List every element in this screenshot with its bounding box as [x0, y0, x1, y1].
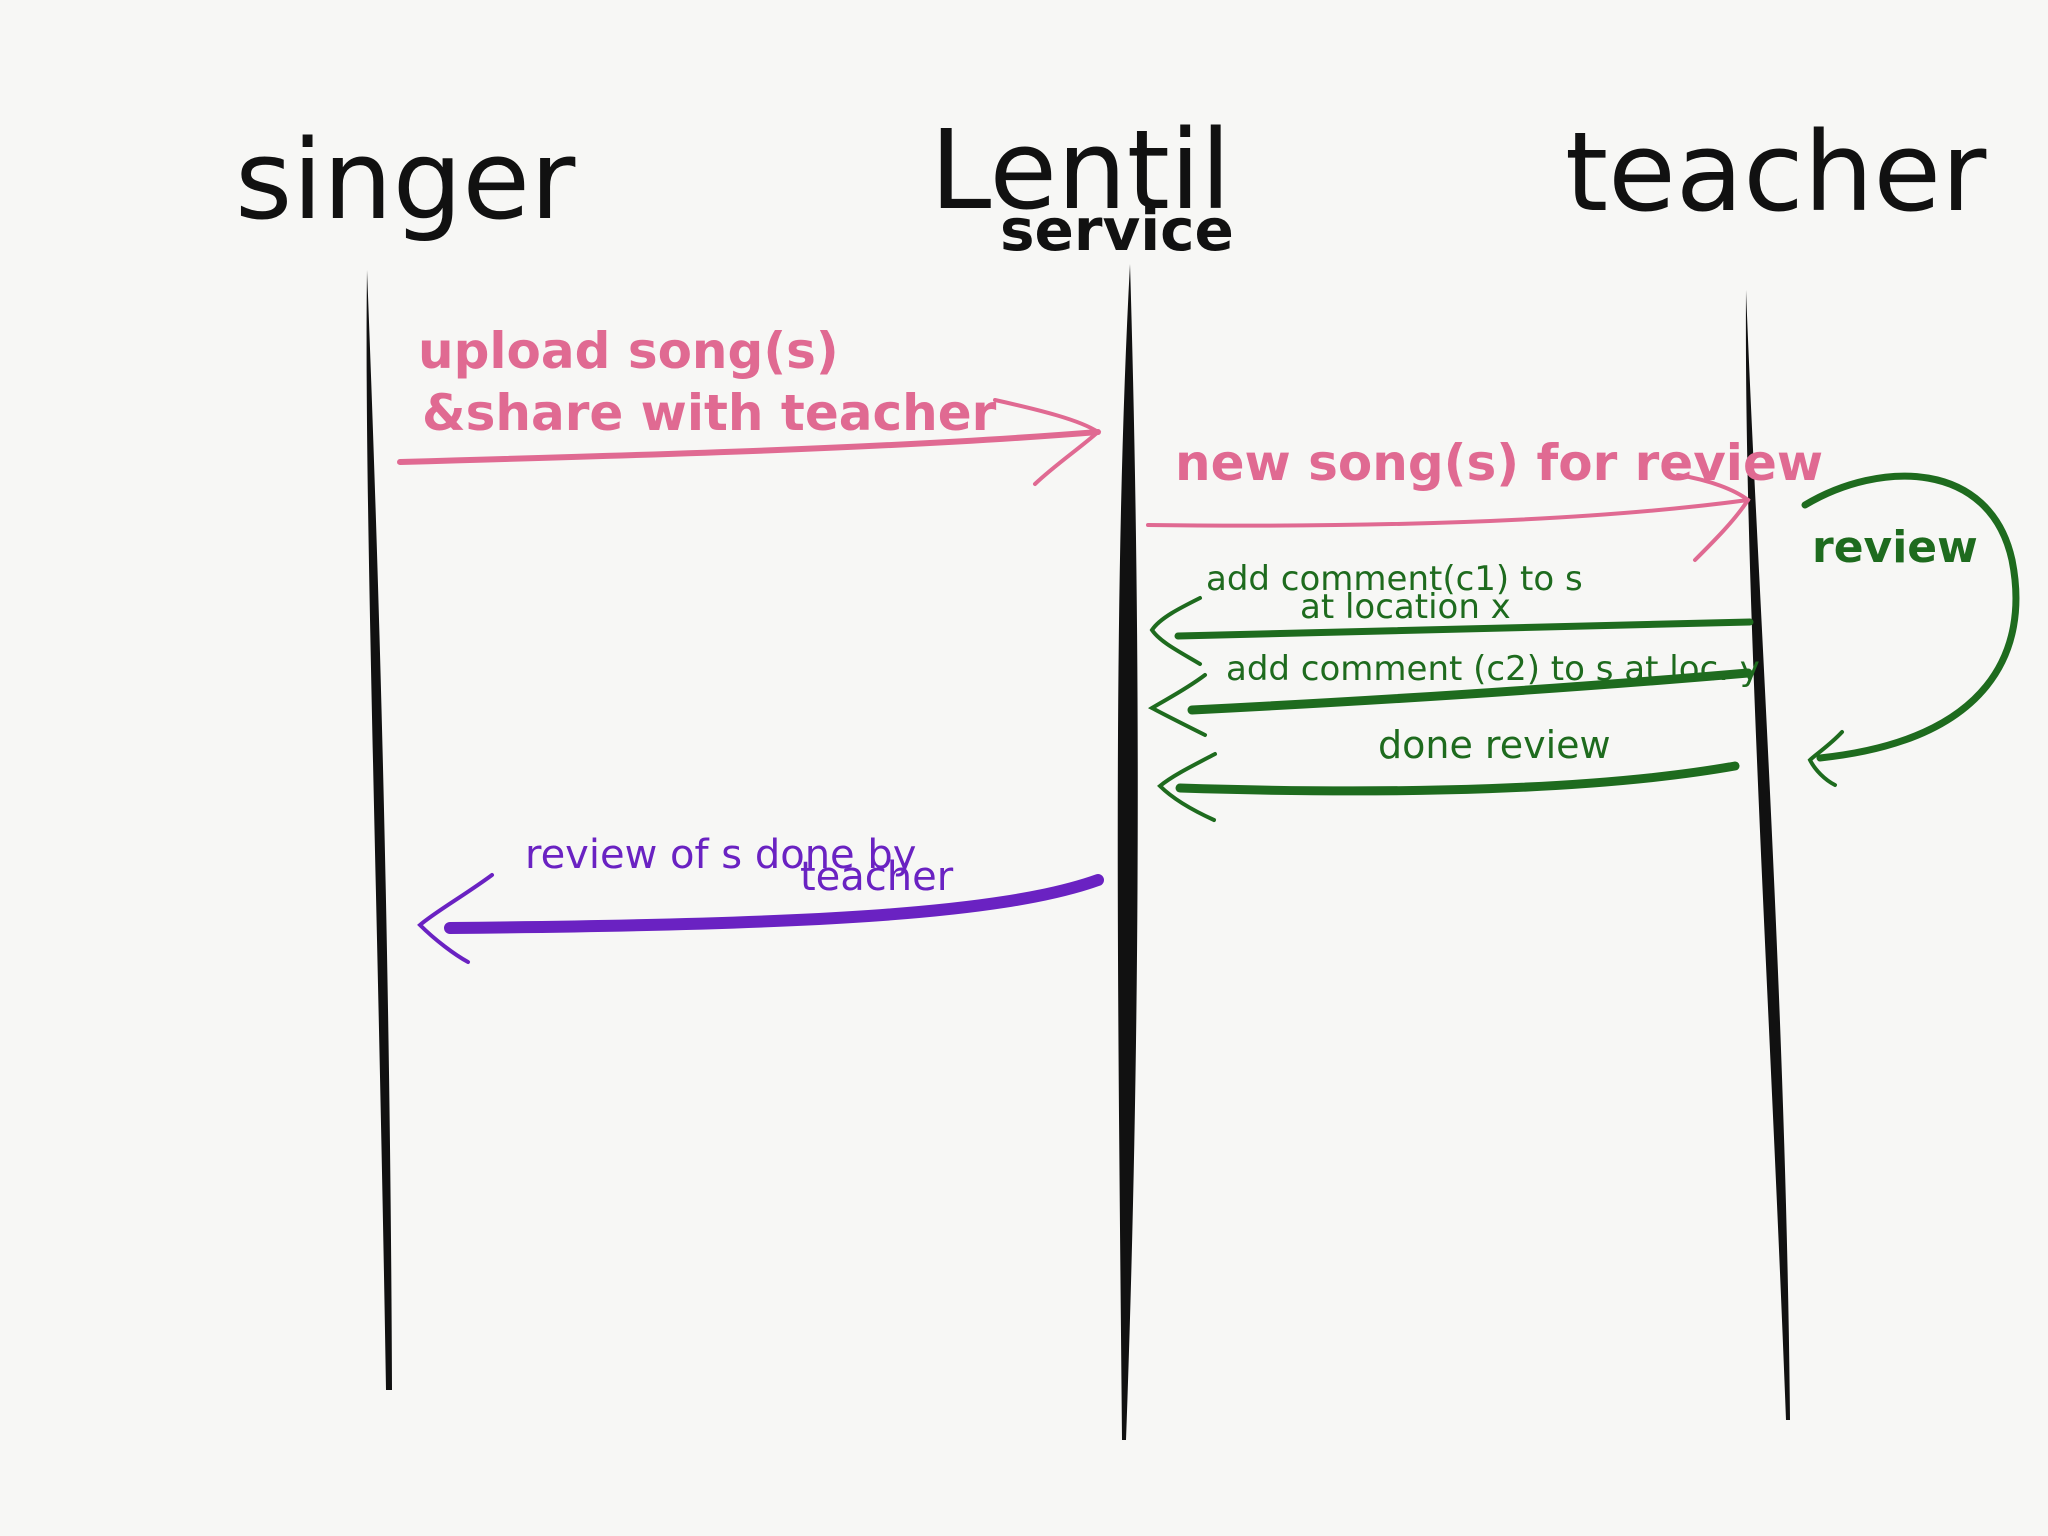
- message-comment1-line2: at location x: [1300, 587, 1511, 627]
- message-review-done-line2: teacher: [800, 854, 954, 900]
- lifeline-singer: [366, 270, 392, 1390]
- arrow-review-done-shaft: [444, 874, 1104, 934]
- actor-singer-label: singer: [235, 116, 576, 244]
- arrow-done-review-head: [1157, 752, 1217, 822]
- message-done-review: done review: [1378, 723, 1611, 767]
- arrow-upload-head: [993, 398, 1102, 486]
- message-review-done-line1: review of s done by: [525, 832, 916, 878]
- arrow-new-songs-shaft: [1146, 498, 1750, 528]
- message-comment2: add comment (c2) to s at loc. y: [1226, 649, 1760, 689]
- arrow-comment1-head: [1149, 596, 1202, 666]
- arrow-upload-shaft: [397, 429, 1101, 465]
- message-new-songs: new song(s) for review: [1175, 434, 1823, 492]
- actor-service-sublabel: service: [1000, 196, 1234, 264]
- arrow-done-review-shaft: [1175, 761, 1740, 796]
- lifeline-service: [1117, 264, 1138, 1440]
- arrow-review-loop-head: [1807, 730, 1844, 787]
- arrow-comment2-shaft: [1187, 668, 1753, 715]
- message-review-self: review: [1812, 522, 1978, 573]
- arrow-new-songs-head: [1676, 473, 1751, 562]
- message-upload-line2: &share with teacher: [422, 384, 997, 442]
- arrow-comment1-shaft: [1174, 618, 1754, 640]
- arrow-review-loop: [1801, 472, 2020, 762]
- arrow-review-done-head: [417, 873, 494, 964]
- lifeline-teacher: [1745, 290, 1790, 1420]
- arrow-comment2-head: [1147, 673, 1207, 737]
- actor-teacher-label: teacher: [1565, 108, 1987, 236]
- actor-service-label: Lentil: [930, 106, 1231, 234]
- message-upload-line1: upload song(s): [418, 322, 839, 380]
- message-comment1-line1: add comment(c1) to s: [1206, 559, 1583, 599]
